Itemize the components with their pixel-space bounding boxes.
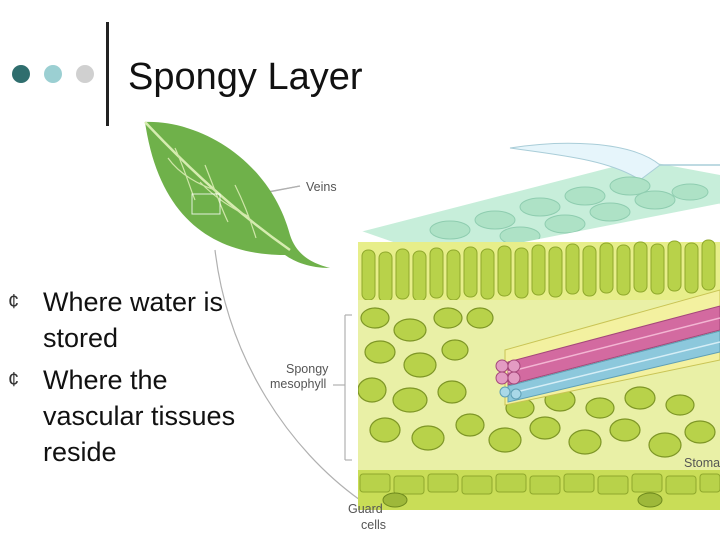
spongy-mesophyll-label-line2: mesophyll [270,377,326,391]
veins-label: Veins [306,180,337,194]
dot-mid [44,65,62,83]
guard-cells-label-line1: Guard [348,502,383,516]
bullet-text: Where the vascular tissues reside [43,365,236,467]
spongy-mesophyll-label-line1: Spongy [286,362,329,376]
leaf-illustration [144,121,330,269]
slide-title: Spongy Layer [128,56,363,98]
bullet-item: ¢ Where the vascular tissues reside [8,362,258,470]
guard-cells-label-line2: cells [361,518,386,532]
dot-light [76,65,94,83]
title-divider [106,22,109,126]
bullet-marker: ¢ [8,369,20,391]
bullet-list: ¢ Where water is stored ¢ Where the vasc… [8,284,258,476]
dot-dark [12,65,30,83]
stoma-label: Stoma [684,456,720,470]
bullet-text: Where water is stored [43,287,224,353]
leaf-block [358,142,720,510]
vascular-bundle [495,289,720,406]
header-dots [12,65,94,83]
bullet-marker: ¢ [8,291,20,313]
bullet-item: ¢ Where water is stored [8,284,258,356]
